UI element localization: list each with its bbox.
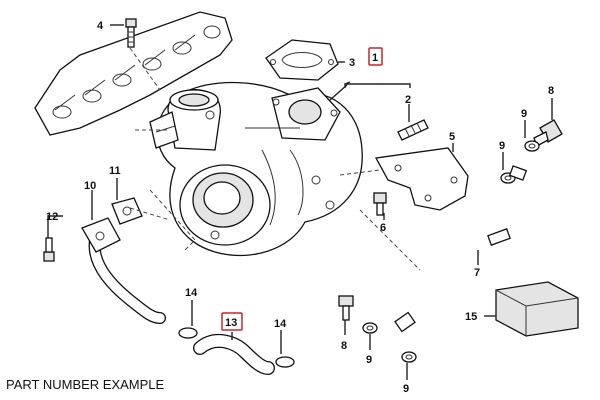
callout-7: 7: [474, 267, 480, 279]
callout-8-bottom: 8: [341, 340, 347, 352]
callout-1-highlight: [368, 47, 383, 66]
callout-1: 1: [372, 52, 378, 64]
oil-return-pipe: [81, 217, 166, 324]
leader-lines: [47, 24, 553, 380]
callout-2: 2: [405, 94, 411, 106]
line-bolt: [338, 295, 354, 321]
turbocharger: [149, 81, 363, 257]
stud: [397, 119, 429, 141]
callout-14-left: 14: [185, 287, 198, 299]
callout-14-right: 14: [274, 318, 287, 330]
callout-6: 6: [380, 222, 386, 234]
callout-4: 4: [97, 20, 104, 32]
turbo-gasket: [265, 39, 339, 81]
callout-9-c: 9: [366, 354, 372, 366]
callout-11: 11: [109, 165, 121, 177]
callout-13-highlight: [221, 312, 243, 331]
callout-9-d: 9: [403, 383, 409, 395]
callout-12: 12: [46, 211, 58, 223]
bracket-bolt: [373, 192, 387, 216]
parts-box: [495, 281, 579, 337]
callout-9-a: 9: [521, 108, 527, 120]
callout-3: 3: [349, 57, 355, 69]
coolant-hose: [193, 333, 275, 375]
callout-8-top: 8: [548, 85, 554, 97]
banjo-bolt: [533, 119, 563, 147]
oil-feed-line: [394, 165, 550, 333]
return-gasket: [111, 197, 143, 225]
assembly-guide-lines: [129, 47, 421, 271]
callout-9-b: 9: [499, 140, 505, 152]
callout-10: 10: [84, 180, 96, 192]
manifold-bolt: [125, 18, 137, 48]
support-bracket: [374, 147, 469, 211]
callout-13: 13: [225, 317, 237, 329]
exhaust-manifold: [34, 11, 233, 136]
footer-caption: PART NUMBER EXAMPLE: [6, 377, 165, 392]
hose-clamps: [178, 327, 295, 368]
return-bolt: [43, 237, 55, 262]
callout-5: 5: [449, 131, 455, 143]
sealing-washers: [362, 140, 540, 363]
callout-15: 15: [465, 311, 477, 323]
